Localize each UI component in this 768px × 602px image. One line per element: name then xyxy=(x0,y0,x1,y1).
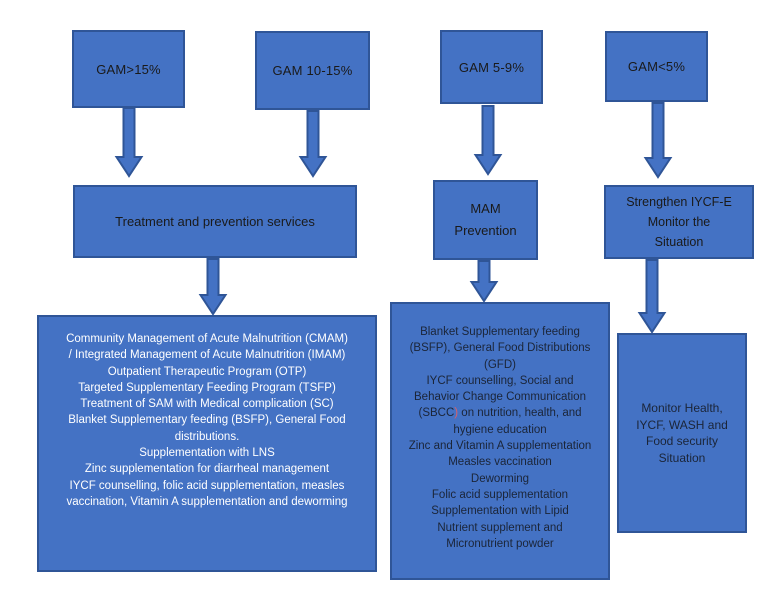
monitor-situation-detail-text: Monitor Health, IYCF, WASH and Food secu… xyxy=(636,401,728,465)
sbcc-prefix: (SBCC xyxy=(418,407,455,420)
cmam-services-detail-box: Community Management of Acute Malnutriti… xyxy=(37,315,377,572)
strengthen-iycf-box: Strengthen IYCF-E Monitor the Situation xyxy=(604,185,754,259)
strengthen-iycf-label: Strengthen IYCF-E Monitor the Situation xyxy=(626,195,732,249)
gam-10-15-label: GAM 10-15% xyxy=(272,63,353,78)
gam-5-9-box: GAM 5-9% xyxy=(440,30,543,104)
mam-prevention-detail-text: Blanket Supplementary feeding (BSFP), Ge… xyxy=(409,324,592,552)
sbcc-red-paren: ) xyxy=(454,407,459,420)
gam-5-9-label: GAM 5-9% xyxy=(458,59,525,75)
down-arrow-icon xyxy=(469,260,499,303)
treatment-prevention-box: Treatment and prevention services xyxy=(73,185,357,258)
down-arrow-icon xyxy=(637,259,667,334)
down-arrow-icon xyxy=(473,105,503,176)
gam-10-15-box: GAM 10-15% xyxy=(255,31,370,110)
mam-detail-after-sbcc: hygiene education Zinc and Vitamin A sup… xyxy=(408,423,592,550)
gam-under-5-box: GAM<5% xyxy=(605,31,708,102)
sbcc-suffix: on nutrition, health, and xyxy=(458,407,582,420)
gam-under-5-label: GAM<5% xyxy=(627,59,686,74)
down-arrow-icon xyxy=(198,258,228,316)
gam-over-15-label: GAM>15% xyxy=(96,61,161,77)
gam-over-15-box: GAM>15% xyxy=(72,30,185,108)
monitor-situation-detail-box: Monitor Health, IYCF, WASH and Food secu… xyxy=(617,333,747,533)
down-arrow-icon xyxy=(298,110,328,178)
treatment-prevention-label: Treatment and prevention services xyxy=(115,214,315,229)
mam-prevention-box: MAM Prevention xyxy=(433,180,538,260)
mam-detail-before-sbcc: Blanket Supplementary feeding (BSFP), Ge… xyxy=(409,326,591,404)
mam-prevention-label: MAM Prevention xyxy=(454,201,517,238)
cmam-services-detail-text: Community Management of Acute Malnutriti… xyxy=(66,333,348,508)
mam-prevention-detail-box: Blanket Supplementary feeding (BSFP), Ge… xyxy=(390,302,610,580)
down-arrow-icon xyxy=(643,102,673,179)
down-arrow-icon xyxy=(114,107,144,178)
